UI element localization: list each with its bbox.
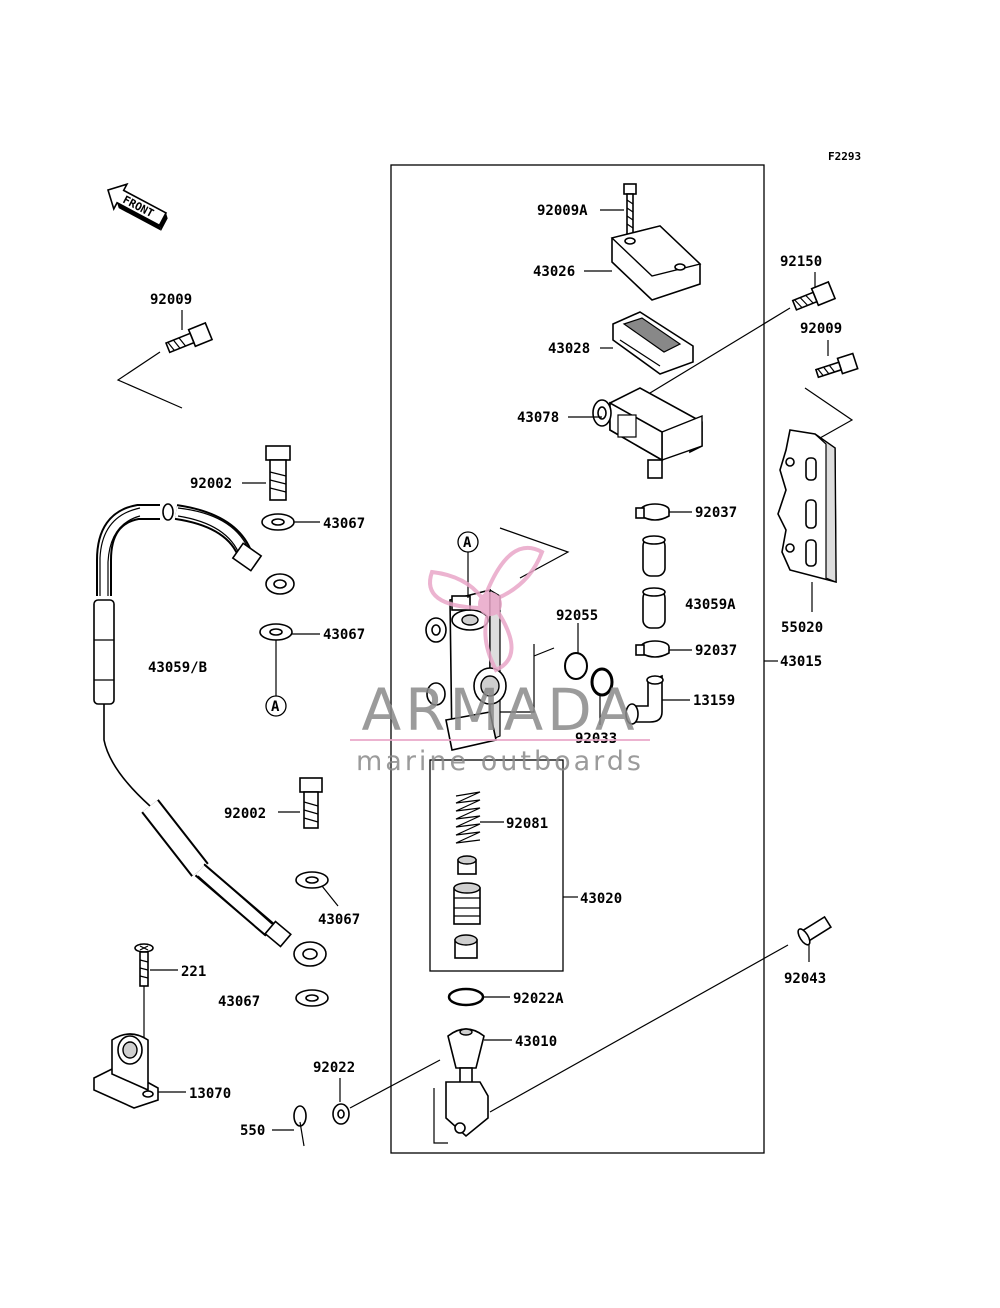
label-92022a: 92022A — [513, 991, 564, 1007]
washer-92022-icon — [332, 1103, 350, 1125]
watermark-tagline: marine outboards — [356, 746, 644, 777]
label-43028: 43028 — [548, 341, 590, 357]
brake-hose-43059b-icon — [93, 503, 327, 967]
label-92009-left: 92009 — [150, 292, 192, 308]
banjo-bolt-92002-top-icon — [265, 445, 291, 501]
bolt-92009-right-icon — [814, 352, 859, 379]
watermark-brand: ARMADA — [361, 676, 638, 744]
label-13070: 13070 — [189, 1086, 231, 1102]
piston-icon — [453, 882, 481, 925]
piston-cup-icon — [457, 855, 477, 875]
washer-43067-1-icon — [261, 513, 295, 531]
label-43026: 43026 — [533, 264, 575, 280]
clevis-pin-92043-icon — [797, 915, 832, 946]
washer-43067-2-icon — [259, 623, 293, 641]
washer-43067-4-icon — [295, 989, 329, 1007]
piston-kit-43020-box — [429, 759, 564, 972]
label-43015: 43015 — [780, 654, 822, 670]
bracket-13070-icon — [93, 1033, 159, 1109]
label-92002-bottom: 92002 — [224, 806, 266, 822]
label-221: 221 — [181, 964, 206, 980]
figure-code: F2293 — [828, 150, 861, 163]
label-43067-4: 43067 — [218, 994, 260, 1010]
hose-43059a-icon — [642, 535, 666, 629]
label-43067-3: 43067 — [318, 912, 360, 928]
cotter-pin-550-icon — [293, 1105, 307, 1147]
snap-ring-92033-icon — [590, 667, 614, 697]
callout-a-top-label: A — [463, 535, 472, 551]
bolt-92009-left-icon — [164, 321, 214, 354]
reservoir-cap-43026-icon — [610, 225, 702, 301]
washer-43067-3-icon — [295, 871, 329, 889]
label-43067-2: 43067 — [323, 627, 365, 643]
master-cylinder-assembly-box — [390, 164, 765, 1154]
label-55020: 55020 — [781, 620, 823, 636]
front-arrow-icon: FRONT — [107, 182, 168, 231]
label-92022: 92022 — [313, 1060, 355, 1076]
label-92043: 92043 — [784, 971, 826, 987]
callout-a-top — [457, 531, 479, 553]
push-rod-43010-icon — [445, 1028, 489, 1138]
screw-221-icon — [134, 943, 154, 987]
label-550: 550 — [240, 1123, 265, 1139]
label-43067-1: 43067 — [323, 516, 365, 532]
o-ring-92055-icon — [564, 652, 588, 680]
label-92150: 92150 — [780, 254, 822, 270]
guard-55020-icon — [777, 429, 837, 584]
label-43010: 43010 — [515, 1034, 557, 1050]
label-92037-bottom: 92037 — [695, 643, 737, 659]
clamp-92037-bottom-icon — [635, 640, 670, 658]
spring-92081-icon — [455, 791, 481, 844]
circlip-92022a-icon — [447, 987, 485, 1007]
bolt-92150-icon — [791, 280, 837, 311]
diaphragm-43028-icon — [612, 311, 694, 375]
label-43020: 43020 — [580, 891, 622, 907]
label-92009a: 92009A — [537, 203, 588, 219]
label-13159: 13159 — [693, 693, 735, 709]
secondary-cup-icon — [454, 934, 478, 959]
callout-a-left-label: A — [271, 699, 280, 715]
armada-watermark: ARMADA marine outboards — [350, 545, 650, 777]
label-92002-top: 92002 — [190, 476, 232, 492]
label-43059b: 43059/B — [148, 660, 207, 676]
reservoir-43078-icon — [592, 387, 703, 479]
label-92009-right: 92009 — [800, 321, 842, 337]
label-92055: 92055 — [556, 608, 598, 624]
bolt-92009a-icon — [623, 183, 637, 239]
elbow-fitting-13159-icon — [625, 674, 664, 725]
label-43078: 43078 — [517, 410, 559, 426]
label-92037-top: 92037 — [695, 505, 737, 521]
banjo-bolt-92002-bottom-icon — [299, 777, 323, 829]
callout-a-left — [265, 695, 287, 717]
clamp-92037-top-icon — [635, 503, 670, 521]
label-43059a: 43059A — [685, 597, 736, 613]
propeller-logo-icon — [428, 545, 545, 673]
label-92081: 92081 — [506, 816, 548, 832]
